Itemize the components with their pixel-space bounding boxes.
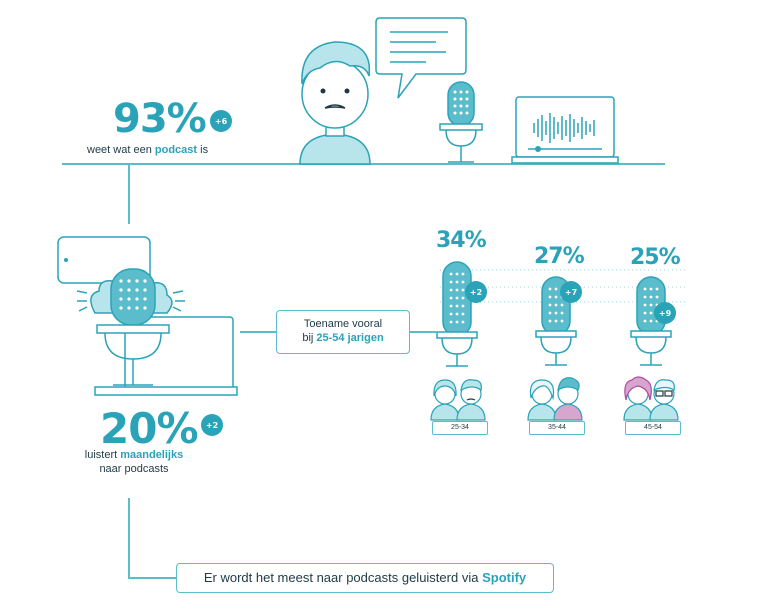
- age-badge-3: +9: [654, 302, 676, 324]
- middle-badge: +2: [201, 414, 223, 436]
- middle-caption-line2: naar podcasts: [99, 463, 169, 475]
- connector-right: [410, 331, 436, 333]
- microphone-icon: [439, 81, 483, 163]
- middle-caption-pre: luistert: [84, 449, 118, 461]
- age-label-box-2: 35-44: [529, 421, 585, 435]
- person-icon: [299, 41, 371, 165]
- note-line2-pre: bij: [302, 332, 314, 344]
- note-line1: Toename vooral: [303, 318, 383, 330]
- footer-box: Er wordt het meest naar podcasts geluist…: [176, 563, 554, 593]
- devices-microphone-icon: [57, 236, 238, 396]
- people-icon: [430, 379, 486, 421]
- middle-caption-highlight: maandelijks: [120, 449, 184, 461]
- microphone-icon: [436, 261, 478, 367]
- top-percent: 93%: [113, 96, 207, 142]
- footer-text: Er wordt het meest naar podcasts geluist…: [177, 564, 553, 592]
- age-label-box-3: 45-54: [625, 421, 681, 435]
- age-label-box-1: 25-34: [432, 421, 488, 435]
- middle-caption: luistert maandelijks naar podcasts: [74, 448, 194, 476]
- age-badge-2: +7: [560, 281, 582, 303]
- age-label-1: 25-34: [451, 424, 469, 431]
- laptop-icon: [511, 96, 619, 164]
- age-label-3: 45-54: [644, 424, 662, 431]
- speech-bubble-icon: [375, 17, 467, 99]
- age-percent-1: 34%: [436, 228, 487, 253]
- note-line2: bij 25-54 jarigen: [277, 331, 409, 345]
- top-badge: +6: [210, 110, 232, 132]
- connector-bottom-horizontal: [128, 577, 176, 579]
- footer-text-pre: Er wordt het meest naar podcasts geluist…: [203, 570, 479, 585]
- age-percent-3: 25%: [630, 245, 681, 270]
- age-label-2: 35-44: [548, 424, 566, 431]
- top-caption-post: is: [200, 144, 209, 156]
- note-box: Toename vooral bij 25-54 jarigen: [276, 310, 410, 354]
- connector-top-vertical: [128, 164, 130, 224]
- footer-text-highlight: Spotify: [482, 570, 527, 585]
- top-caption: weet wat een podcast is: [87, 143, 208, 157]
- people-icon: [527, 377, 583, 421]
- top-caption-pre: weet wat een: [87, 144, 152, 156]
- top-caption-highlight: podcast: [154, 144, 198, 156]
- people-icon: [623, 376, 679, 421]
- age-badge-1: +2: [465, 281, 487, 303]
- connector-bottom-vertical: [128, 498, 130, 578]
- note-line2-highlight: 25-54 jarigen: [316, 332, 384, 344]
- connector-left: [240, 331, 276, 333]
- middle-percent: 20%: [100, 404, 199, 453]
- age-percent-2: 27%: [534, 244, 585, 269]
